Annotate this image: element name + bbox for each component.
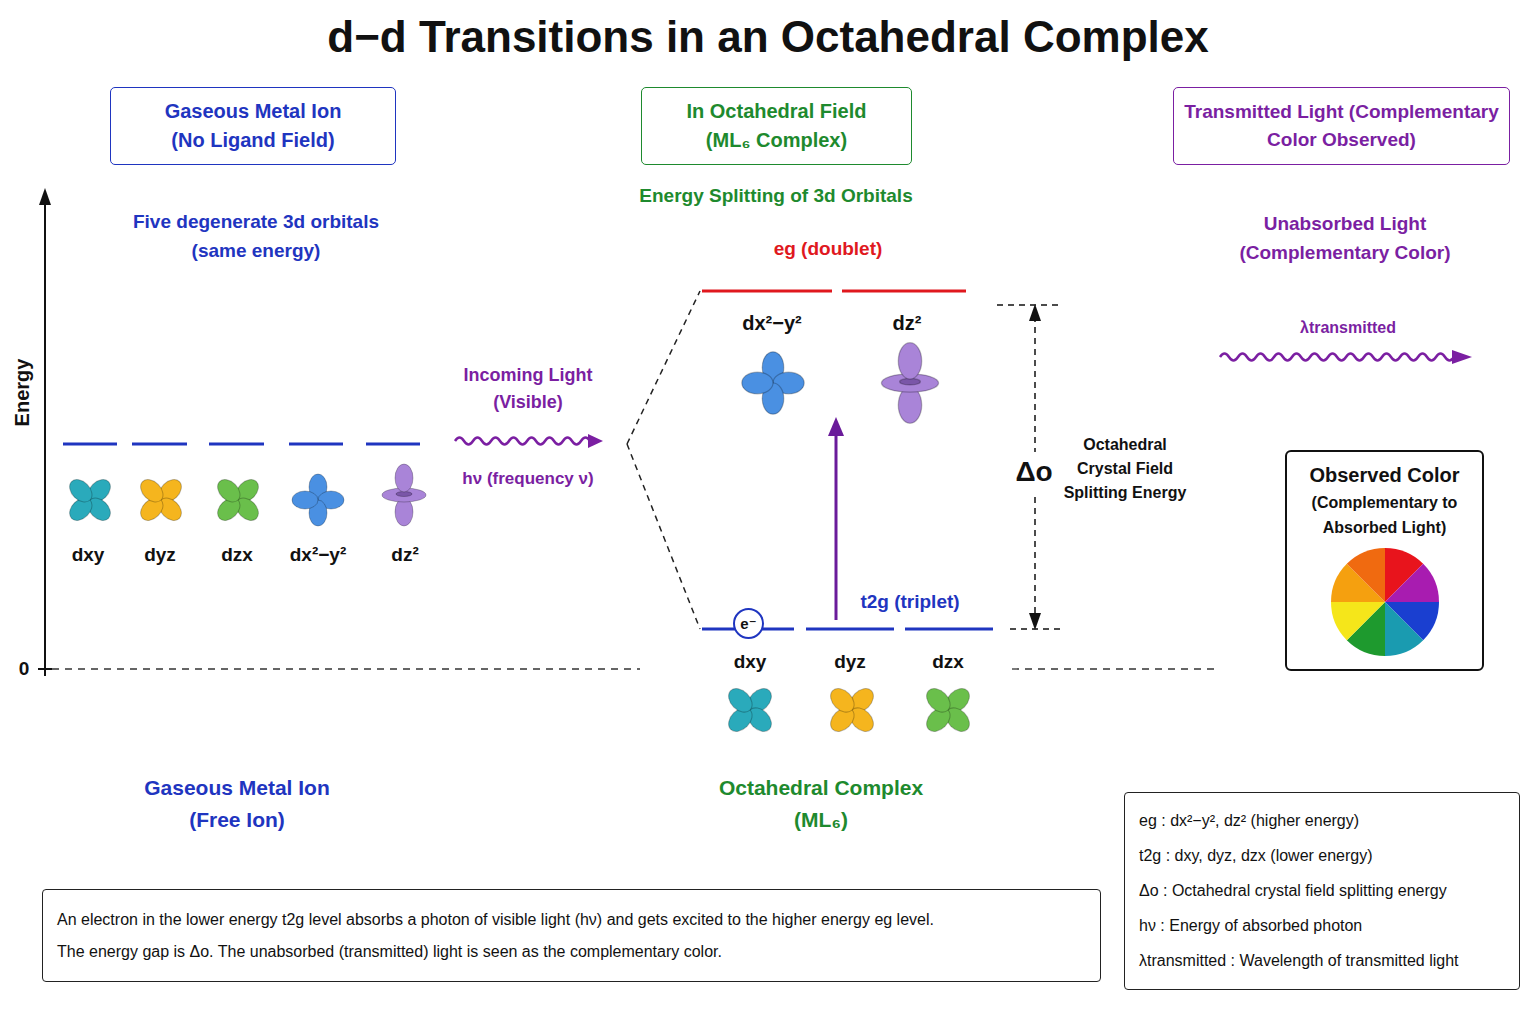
axis-label: Energy xyxy=(10,93,35,693)
node-text: Observed Color xyxy=(1309,464,1459,487)
dxy-orbital xyxy=(65,475,114,524)
node-text: An electron in the lower energy t2g leve… xyxy=(57,904,934,936)
dimension-arrowhead xyxy=(1029,613,1041,630)
dx2y2-orbital xyxy=(292,474,344,526)
observed-color-box: Observed Color (Complementary to Absorbed… xyxy=(1285,450,1484,671)
text-label: Octahedral Complex (ML₆) xyxy=(709,772,934,835)
dzx-orbital xyxy=(213,475,262,524)
energy-level xyxy=(366,443,420,446)
legend-entry: eg : dx²−y², dz² (higher energy) xyxy=(1139,803,1505,838)
text-label: Δo xyxy=(734,454,1334,489)
legend-text: Δo : Octahedral crystal field splitting … xyxy=(1139,882,1447,899)
text-label: dx²−y² xyxy=(472,311,1072,336)
text-label: dx²−y² xyxy=(18,543,618,567)
text-label: dzx xyxy=(0,543,537,567)
header-box: Gaseous Metal Ion (No Ligand Field) xyxy=(110,87,396,165)
dyz-orbital xyxy=(826,684,878,736)
legend-text: hν : Energy of absorbed photon xyxy=(1139,917,1362,934)
node-text: Transmitted Light (Complementary Color O… xyxy=(1182,98,1502,155)
excitation-arrowhead xyxy=(828,417,844,436)
text-label: t2g (triplet) xyxy=(610,590,1210,614)
dimension-line xyxy=(997,304,1060,306)
color-wheel-slice xyxy=(1331,602,1385,640)
color-wheel-slice xyxy=(1385,602,1423,656)
text-label: eg (doublet) xyxy=(528,237,1128,261)
node-text: In Octahedral Field (ML₆ Complex) xyxy=(674,97,879,155)
header-box: Transmitted Light (Complementary Color O… xyxy=(1173,87,1510,165)
text-label: dz² xyxy=(105,543,705,567)
diagram-title: d−d Transitions in an Octahedral Complex xyxy=(0,12,1536,62)
dxy-orbital xyxy=(724,684,776,736)
excitation-arrow xyxy=(835,432,838,620)
text-label: dzx xyxy=(648,650,1248,674)
header-box: In Octahedral Field (ML₆ Complex) xyxy=(641,87,912,165)
node-text: The energy gap is Δo. The unabsorbed (tr… xyxy=(57,936,722,968)
text-label: hν (frequency ν) xyxy=(228,468,828,489)
transmitted-light-wave xyxy=(1220,354,1454,361)
color-wheel-slice xyxy=(1347,548,1385,602)
correlation-line xyxy=(627,444,700,629)
electron-circle: e⁻ xyxy=(733,608,764,639)
zero-line xyxy=(52,668,640,669)
legend-text: t2g : dxy, dyz, dzx (lower energy) xyxy=(1139,847,1373,864)
energy-level xyxy=(289,443,343,446)
node-text: (Complementary to Absorbed Light) xyxy=(1300,490,1470,540)
dimension-line xyxy=(1034,497,1036,618)
dimension-line xyxy=(1034,316,1036,452)
correlation-line xyxy=(627,291,700,444)
t2g-level xyxy=(806,628,894,631)
legend-entry: t2g : dxy, dyz, dzx (lower energy) xyxy=(1139,838,1505,873)
t2g-level xyxy=(905,628,993,631)
legend-text: λtransmitted : Wavelength of transmitted… xyxy=(1139,952,1459,969)
energy-level xyxy=(209,443,264,446)
text-label: Incoming Light (Visible) xyxy=(453,362,603,416)
dz2-orbital xyxy=(382,464,426,526)
axis-tick xyxy=(38,668,52,670)
color-wheel-slice xyxy=(1385,564,1439,602)
text-label: Octahedral Crystal Field Splitting Energ… xyxy=(1060,433,1190,505)
legend-box: eg : dx²−y², dz² (higher energy) t2g : dx… xyxy=(1124,792,1520,990)
node-text: e⁻ xyxy=(740,616,756,631)
eg-level xyxy=(842,290,966,293)
energy-level xyxy=(132,443,187,446)
dz2-orbital xyxy=(881,343,938,424)
text-label: Gaseous Metal Ion (Free Ion) xyxy=(132,772,342,835)
energy-level xyxy=(63,443,117,446)
text-label: dz² xyxy=(607,311,1207,336)
zero-line xyxy=(1012,668,1218,669)
incoming-light-wave xyxy=(455,438,590,445)
caption-box: An electron in the lower energy t2g leve… xyxy=(42,889,1101,982)
wave-arrowhead xyxy=(1452,350,1472,364)
text-label: Unabsorbed Light (Complementary Color) xyxy=(1225,210,1465,267)
dyz-orbital xyxy=(136,475,185,524)
dimension-arrowhead xyxy=(1029,304,1041,321)
legend-text: eg : dx²−y², dz² (higher energy) xyxy=(1139,812,1359,829)
text-label: Energy Splitting of 3d Orbitals xyxy=(476,184,1076,208)
text-label: λtransmitted xyxy=(1048,318,1536,338)
text-label: dyz xyxy=(550,650,1150,674)
legend-entry: Δo : Octahedral crystal field splitting … xyxy=(1139,873,1505,908)
axis-arrowhead xyxy=(39,188,51,205)
text-label: 0 xyxy=(0,657,324,681)
node-text: Gaseous Metal Ion (No Ligand Field) xyxy=(153,97,353,155)
dzx-orbital xyxy=(922,684,974,736)
wave-arrowhead xyxy=(588,434,603,448)
dx2y2-orbital xyxy=(742,352,804,414)
text-label: Five degenerate 3d orbitals (same energy… xyxy=(121,208,391,265)
eg-level xyxy=(702,290,832,293)
legend-entry: hν : Energy of absorbed photon xyxy=(1139,908,1505,943)
energy-axis xyxy=(44,200,46,676)
legend-entry: λtransmitted : Wavelength of transmitted… xyxy=(1139,943,1505,978)
